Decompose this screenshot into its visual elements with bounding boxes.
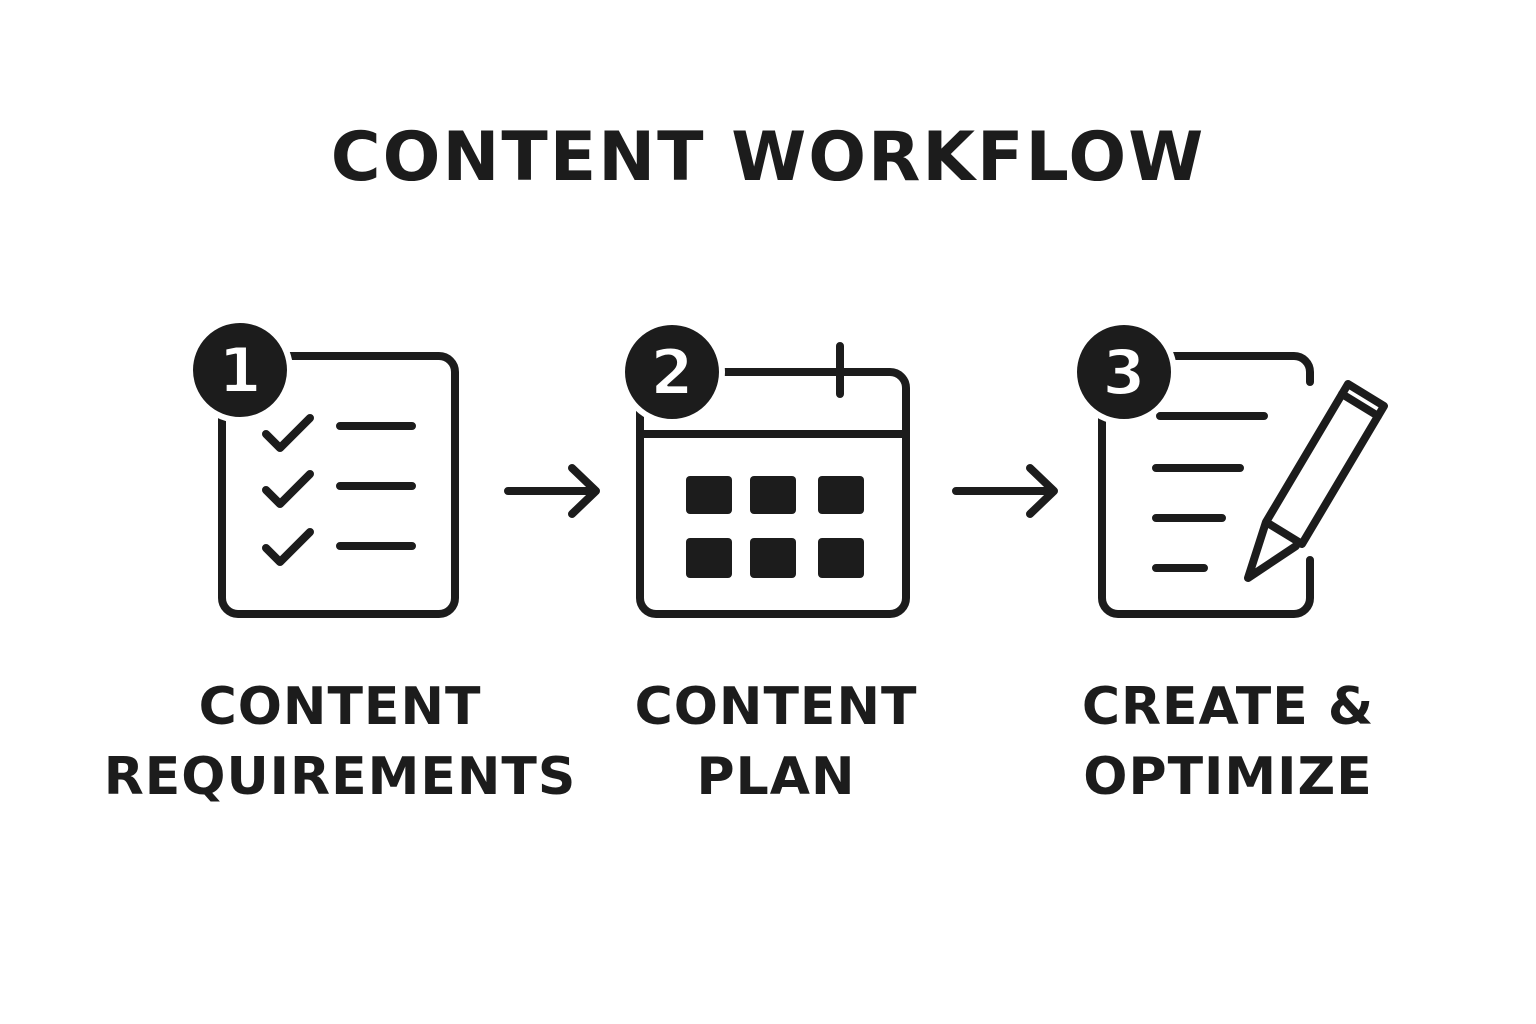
arrow-right-icon bbox=[504, 464, 600, 518]
step-2-label-line2: PLAN bbox=[696, 747, 856, 807]
step-2-number: 2 bbox=[650, 336, 693, 409]
step-1-label-line2: REQUIREMENTS bbox=[103, 747, 577, 807]
calendar-icon bbox=[636, 342, 910, 618]
step-2-badge bbox=[619, 319, 725, 425]
step-3-badge bbox=[1071, 319, 1177, 425]
pencil-icon bbox=[1244, 380, 1388, 582]
diagram-title: CONTENT WORKFLOW bbox=[330, 118, 1206, 197]
step-1-label-line1: CONTENT bbox=[198, 677, 482, 737]
step-1-number: 1 bbox=[218, 334, 261, 407]
arrow-right-icon bbox=[952, 464, 1058, 518]
step-2-label-line1: CONTENT bbox=[634, 677, 918, 737]
step-2-label: CONTENT PLAN bbox=[526, 672, 1026, 812]
checklist-icon bbox=[218, 352, 459, 618]
document-icon bbox=[1098, 352, 1314, 618]
step-3-number: 3 bbox=[1102, 336, 1145, 409]
step-3-label-line1: CREATE & bbox=[1081, 677, 1375, 737]
step-3-label-line2: OPTIMIZE bbox=[1083, 747, 1373, 807]
step-3-label: CREATE & OPTIMIZE bbox=[978, 672, 1478, 812]
step-1-badge bbox=[187, 317, 293, 423]
step-1-label: CONTENT REQUIREMENTS bbox=[90, 672, 590, 812]
